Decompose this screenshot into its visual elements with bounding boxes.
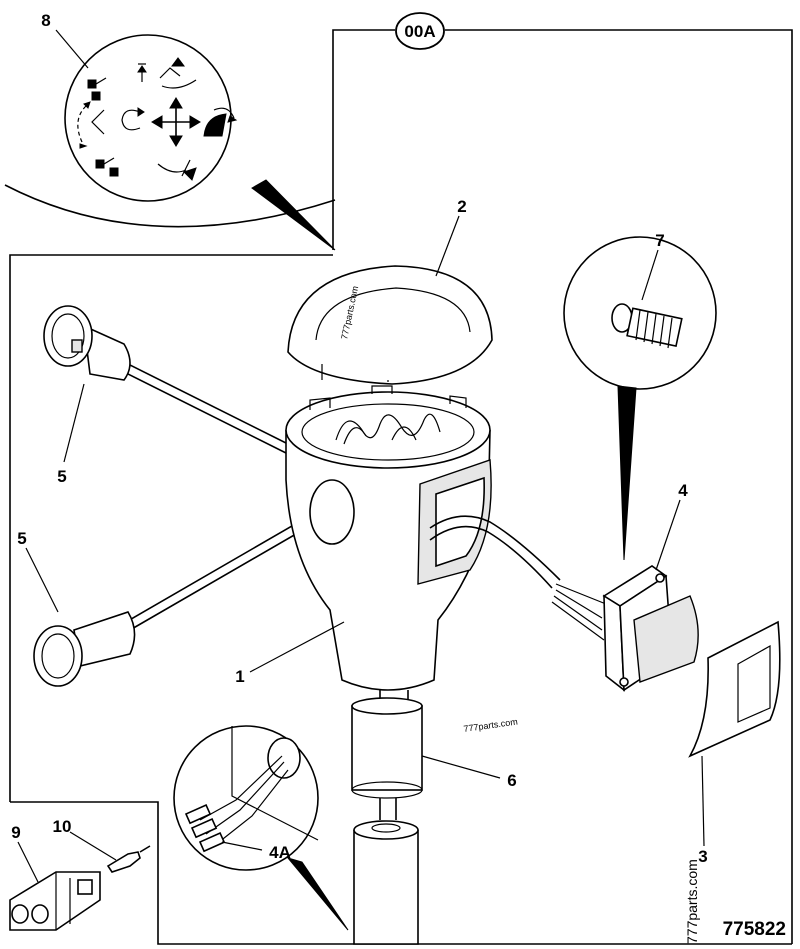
drawing-number: 775822 [723, 919, 786, 940]
callout-2: 2 [457, 197, 466, 216]
push-button-upper [43, 305, 295, 456]
wire-zoom-circle [173, 725, 349, 931]
callout-4: 4 [678, 481, 688, 500]
bolt-part [611, 303, 683, 349]
callout-5-lower: 5 [17, 529, 26, 548]
callout-labels: 8 00A 2 7 5 5 4 1 6 4A 9 10 3 [11, 11, 707, 866]
callout-3: 3 [698, 847, 707, 866]
watermark-center: 777parts.com [463, 716, 518, 733]
callout-00a: 00A [404, 22, 435, 41]
callout-5-upper: 5 [57, 467, 66, 486]
cap-part [287, 265, 493, 385]
boom-lower-icon [157, 159, 197, 181]
callout-6: 6 [507, 771, 516, 790]
callout-7: 7 [655, 231, 664, 250]
callout-00a-badge: 00A [395, 12, 445, 50]
connector-part [9, 871, 101, 931]
leader-lines [17, 29, 705, 883]
symbol-zoom-circle [4, 34, 336, 251]
sleeve-part [351, 690, 423, 945]
rotate-ccw-icon [121, 107, 145, 131]
watermark-corner: 777parts.com [684, 859, 700, 944]
handle-body [285, 385, 492, 691]
boom-raise-icon [159, 57, 197, 89]
rocker-switch-part [602, 565, 699, 692]
bolt-zoom-circle [563, 236, 717, 561]
cover-plate-part [688, 620, 781, 758]
tilt-icon [87, 77, 107, 101]
four-way-arrows-icon [151, 97, 201, 147]
push-button-lower [33, 503, 335, 687]
bucket-curl-icon [203, 107, 238, 137]
swing-arc-icon [77, 101, 105, 149]
callout-8: 8 [41, 11, 50, 30]
callout-9: 9 [11, 823, 20, 842]
callout-4a: 4A [269, 843, 291, 862]
frame [9, 29, 793, 945]
cable-to-switch [429, 515, 607, 641]
callout-1: 1 [235, 667, 244, 686]
arrow-up-icon [137, 63, 147, 82]
tilt-down-icon [95, 157, 119, 177]
callout-10: 10 [53, 817, 72, 836]
pin-part [106, 845, 151, 873]
